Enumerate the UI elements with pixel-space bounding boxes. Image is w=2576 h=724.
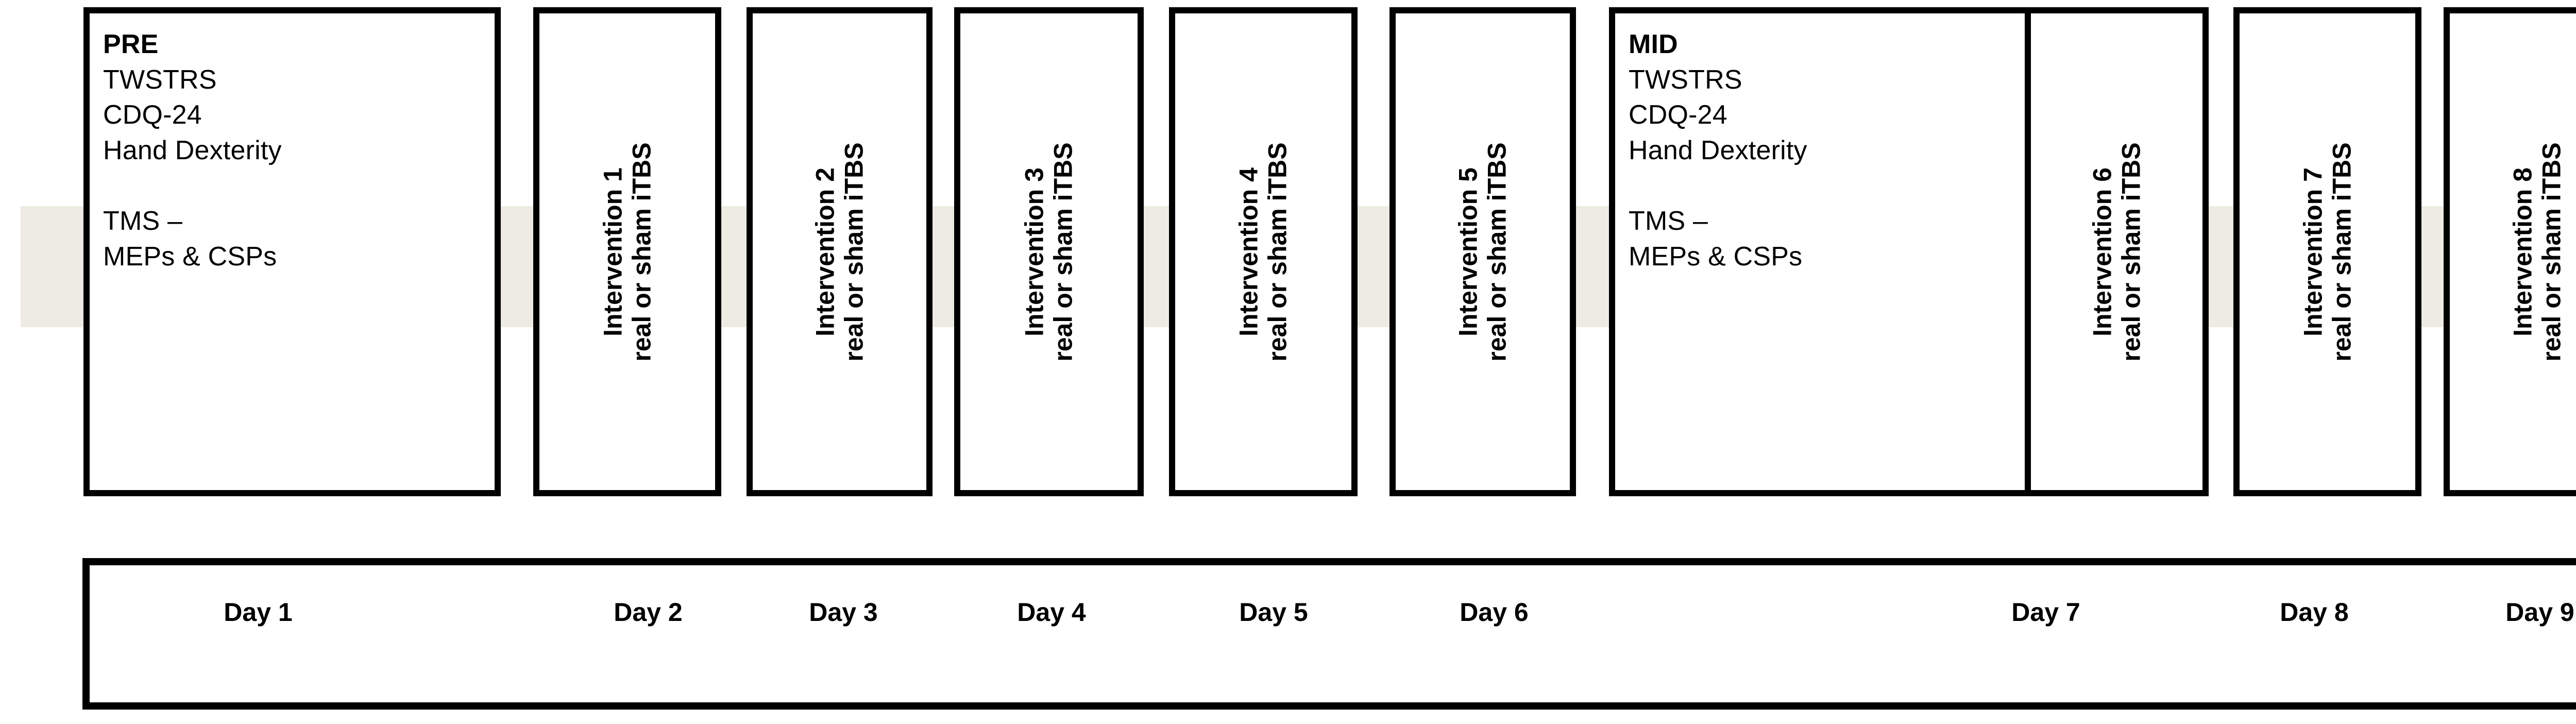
assessment-pre-header: PRE bbox=[103, 29, 159, 59]
day-label-4: Day 4 bbox=[1017, 598, 1086, 627]
assessment-pre-tms-line1: TMS – bbox=[103, 206, 183, 237]
intervention-4-line1: Intervention 4 bbox=[1234, 167, 1263, 336]
day-label-1: Day 1 bbox=[224, 598, 293, 627]
assessment-pre-item-1: CDQ-24 bbox=[103, 100, 202, 130]
intervention-3-line2: real or sham iTBS bbox=[1049, 142, 1078, 362]
intervention-box-6[interactable]: Intervention 6 real or sham iTBS bbox=[2031, 13, 2202, 490]
timeline-day-bar: Day 1 Day 2 Day 3 Day 4 Day 5 Day 6 Day … bbox=[82, 558, 2576, 710]
intervention-4-label: Intervention 4 real or sham iTBS bbox=[1234, 142, 1292, 361]
intervention-6-label: Intervention 6 real or sham iTBS bbox=[2088, 142, 2146, 361]
assessment-mid-header: MID bbox=[1629, 29, 1678, 59]
day-label-2: Day 2 bbox=[614, 598, 683, 627]
assessment-pre-item-2: Hand Dexterity bbox=[103, 135, 282, 165]
intervention-box-4[interactable]: Intervention 4 real or sham iTBS bbox=[1169, 7, 1358, 496]
intervention-8-line1: Intervention 8 bbox=[2508, 167, 2537, 336]
intervention-6-line1: Intervention 6 bbox=[2088, 167, 2117, 336]
day-label-3: Day 3 bbox=[809, 598, 878, 627]
intervention-5-line1: Intervention 5 bbox=[1454, 167, 1483, 336]
intervention-2-line1: Intervention 2 bbox=[810, 167, 840, 336]
assessment-mid-item-1: CDQ-24 bbox=[1629, 100, 1727, 130]
assessment-mid-item-0: TWSTRS bbox=[1629, 64, 1742, 95]
intervention-2-line2: real or sham iTBS bbox=[839, 142, 869, 362]
mid-intervention6-divider bbox=[2025, 13, 2031, 490]
intervention-1-line1: Intervention 1 bbox=[598, 167, 628, 336]
day-label-7: Day 7 bbox=[2011, 598, 2080, 627]
intervention-box-7[interactable]: Intervention 7 real or sham iTBS bbox=[2233, 7, 2421, 496]
day-label-9: Day 9 bbox=[2505, 598, 2574, 627]
intervention-5-line2: real or sham iTBS bbox=[1483, 142, 1512, 362]
assessment-mid-tms-line1: TMS – bbox=[1629, 206, 1708, 237]
assessment-mid-item-2: Hand Dexterity bbox=[1629, 135, 1807, 165]
intervention-3-line1: Intervention 3 bbox=[1020, 167, 1049, 336]
intervention-5-label: Intervention 5 real or sham iTBS bbox=[1454, 142, 1512, 361]
intervention-7-line2: real or sham iTBS bbox=[2327, 142, 2357, 362]
intervention-box-5[interactable]: Intervention 5 real or sham iTBS bbox=[1389, 7, 1576, 496]
intervention-7-label: Intervention 7 real or sham iTBS bbox=[2299, 142, 2357, 361]
intervention-1-line2: real or sham iTBS bbox=[627, 142, 656, 362]
assessment-pre-item-0: TWSTRS bbox=[103, 64, 217, 95]
intervention-box-1[interactable]: Intervention 1 real or sham iTBS bbox=[533, 7, 721, 496]
intervention-2-label: Intervention 2 real or sham iTBS bbox=[811, 142, 869, 361]
intervention-7-line1: Intervention 7 bbox=[2298, 167, 2328, 336]
intervention-6-line2: real or sham iTBS bbox=[2116, 142, 2146, 362]
intervention-8-line2: real or sham iTBS bbox=[2537, 142, 2566, 362]
day-label-8: Day 8 bbox=[2280, 598, 2349, 627]
intervention-box-8[interactable]: Intervention 8 real or sham iTBS bbox=[2444, 7, 2576, 496]
intervention-1-label: Intervention 1 real or sham iTBS bbox=[599, 142, 656, 361]
intervention-8-label: Intervention 8 real or sham iTBS bbox=[2509, 142, 2566, 361]
intervention-3-label: Intervention 3 real or sham iTBS bbox=[1020, 142, 1078, 361]
intervention-box-2[interactable]: Intervention 2 real or sham iTBS bbox=[747, 7, 933, 496]
assessment-pre-tms-line2: MEPs & CSPs bbox=[103, 241, 277, 272]
day-label-5: Day 5 bbox=[1239, 598, 1308, 627]
day-label-6: Day 6 bbox=[1460, 598, 1529, 627]
intervention-box-3[interactable]: Intervention 3 real or sham iTBS bbox=[954, 7, 1144, 496]
intervention-4-line2: real or sham iTBS bbox=[1263, 142, 1292, 362]
assessment-mid-tms-line2: MEPs & CSPs bbox=[1629, 241, 1803, 272]
